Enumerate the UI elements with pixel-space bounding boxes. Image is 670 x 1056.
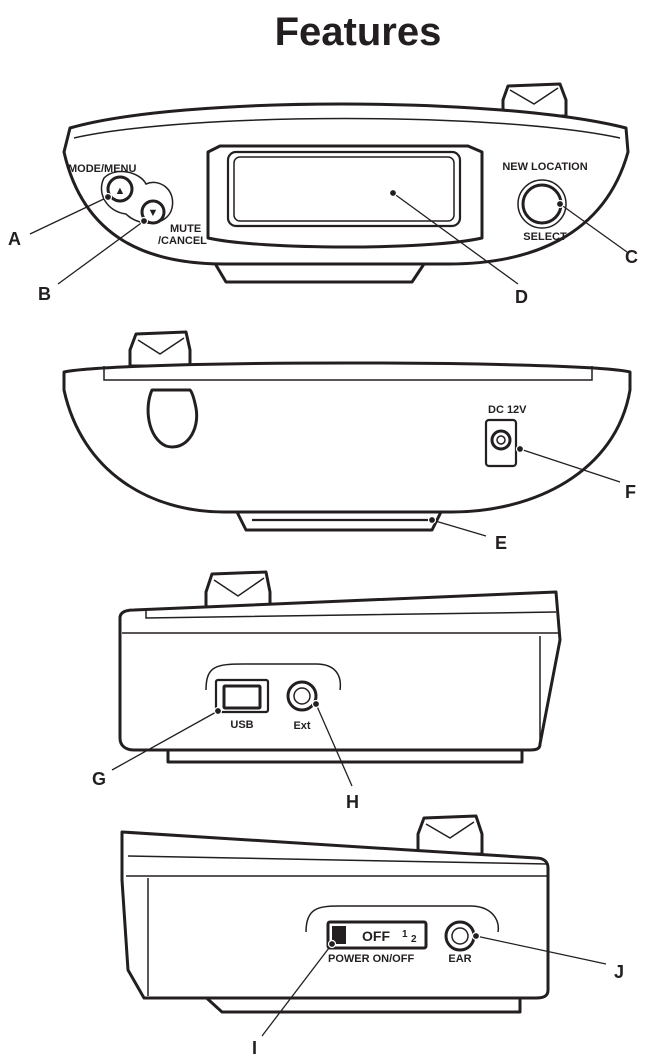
usb-label: USB — [230, 719, 253, 731]
display-bezel — [206, 144, 484, 249]
ear-jack[interactable] — [444, 920, 476, 952]
new-location-label: NEW LOCATION — [502, 161, 587, 173]
ext-jack[interactable] — [286, 680, 318, 712]
callout-g: G — [92, 769, 106, 789]
ext-label: Ext — [293, 720, 310, 732]
cancel-label: /CANCEL — [158, 235, 207, 247]
svg-text:▲: ▲ — [115, 185, 126, 197]
dc-jack-housing — [484, 418, 518, 468]
page-title: Features — [275, 10, 442, 54]
power-on-off-label: POWER ON/OFF — [328, 953, 414, 965]
callout-j: J — [614, 962, 624, 982]
callout-c: C — [625, 247, 638, 267]
switch-recess — [305, 905, 500, 933]
button-bezel — [100, 170, 174, 224]
mode-menu-label: MODE/MENU — [68, 163, 137, 175]
mode-menu-button[interactable]: ▲ — [106, 175, 134, 203]
callout-b: B — [38, 284, 51, 304]
ear-label: EAR — [448, 953, 471, 965]
right-side-view: OFF 1 2 POWER ON/OFF EAR J I — [120, 814, 624, 1056]
back-clip-tab — [128, 330, 192, 368]
new-location-select-button[interactable] — [521, 183, 563, 225]
dc-12v-label: DC 12V — [488, 404, 527, 416]
switch-pos-1: 1 — [402, 929, 408, 940]
display-screen — [226, 150, 462, 228]
power-on-off-switch[interactable]: OFF 1 2 — [326, 920, 428, 950]
usb-port[interactable] — [222, 684, 262, 710]
mute-label: MUTE — [170, 223, 201, 235]
left-side-view: USB Ext G H — [92, 570, 562, 812]
front-view: ▲ ▼ MODE/MENU MUTE /CANCEL NEW LOCATION … — [8, 82, 638, 307]
left-body — [118, 590, 562, 752]
back-knob — [146, 388, 199, 449]
right-body — [120, 830, 550, 1000]
select-label: SELECT — [523, 231, 567, 243]
right-clip-tab — [416, 814, 484, 856]
callout-h: H — [346, 792, 359, 812]
switch-pos-2: 2 — [411, 934, 417, 945]
select-button-ring — [517, 179, 567, 229]
mute-cancel-button[interactable]: ▼ — [140, 199, 166, 225]
back-view: DC 12V F E — [62, 330, 636, 553]
port-recess — [205, 663, 342, 691]
usb-port-housing — [214, 678, 270, 714]
callout-e: E — [495, 533, 507, 553]
callout-i: I — [252, 1038, 257, 1056]
switch-off-text: OFF — [362, 928, 390, 944]
dc-12v-jack[interactable] — [490, 429, 512, 451]
svg-text:▼: ▼ — [148, 207, 159, 219]
callout-d: D — [515, 287, 528, 307]
callout-f: F — [625, 482, 636, 502]
callout-a: A — [8, 229, 21, 249]
back-body — [62, 361, 632, 514]
